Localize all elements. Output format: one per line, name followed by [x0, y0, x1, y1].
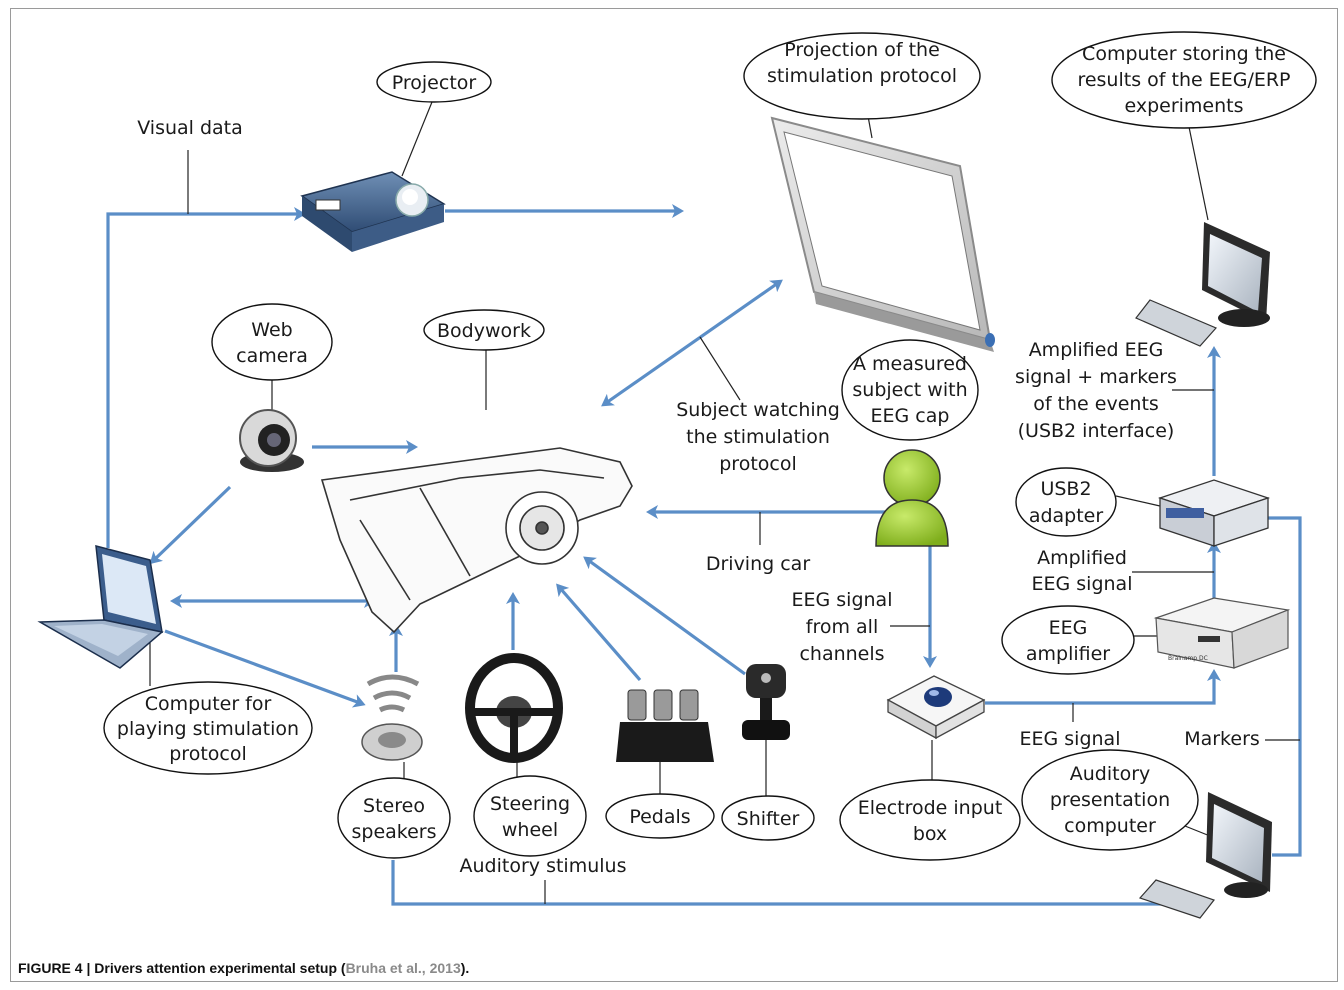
markers-label: Markers [1184, 728, 1260, 750]
oval-labels: Projector Projection of the stimulation … [103, 31, 1317, 861]
webcam-to-laptop-arrow [149, 485, 232, 565]
storage-label-1: Computer storing the [1082, 43, 1286, 65]
watching-label-3: protocol [719, 453, 797, 475]
caption-citation-link[interactable]: Bruha et al., 2013 [345, 960, 461, 976]
person-icon [875, 449, 949, 547]
driving-car-label: Driving car [706, 553, 810, 575]
watching-label-2: the stimulation [686, 426, 830, 448]
laptop-icon [37, 545, 164, 669]
webcam-icon [239, 409, 304, 472]
projection-label-2: stimulation protocol [767, 65, 957, 87]
amplifier-label-1: EEG [1049, 617, 1088, 639]
shifter-icon [742, 664, 790, 740]
projection-label-1: Projection of the [784, 39, 940, 61]
figure-caption: FIGURE 4 | Drivers attention experimenta… [18, 960, 469, 976]
projector-icon [300, 171, 446, 252]
auditory-stimulus-line [391, 860, 1176, 906]
usb-adapter-icon [1157, 479, 1271, 547]
figure-frame [10, 8, 1338, 982]
bodywork-label: Bodywork [437, 320, 531, 342]
aud-comp-label-1: Auditory [1070, 763, 1151, 785]
caption-tail: ). [460, 960, 470, 976]
desktop-computer-icon [1135, 222, 1270, 347]
stereo-label-2: speakers [351, 821, 436, 843]
laptop-to-speakers-arrow [164, 629, 366, 708]
usb2-label-1: USB2 [1040, 478, 1091, 500]
markers-path-arrow [1256, 511, 1302, 857]
desktop-computer-icon [1138, 792, 1272, 919]
stereo-label-1: Stereo [363, 795, 425, 817]
comp-play-label-1: Computer for [145, 693, 272, 715]
pedals-icon [616, 689, 714, 762]
aud-comp-label-3: computer [1064, 815, 1156, 837]
steering-wheel-icon [465, 653, 563, 763]
subject-label-1: A measured [853, 353, 967, 375]
eeg-signal-label: EEG signal [1020, 728, 1121, 750]
shifter-label: Shifter [737, 808, 800, 830]
comp-play-label-3: protocol [169, 743, 247, 765]
electrode-box-icon [886, 675, 986, 740]
caption-lead: FIGURE 4 | Drivers attention experimenta… [18, 960, 346, 976]
amp-usb-label-3: of the events [1033, 393, 1159, 415]
eeg-amplifier-icon: Brainamp DC [1153, 597, 1291, 669]
watching-label-1: Subject watching [676, 399, 840, 421]
steering-label-1: Steering [490, 793, 570, 815]
eeg-all-label-2: from all [806, 616, 878, 638]
amp-signal-label-2: EEG signal [1032, 573, 1133, 595]
pedals-label: Pedals [629, 806, 690, 828]
projector-label: Projector [392, 72, 477, 94]
aud-comp-label-2: presentation [1050, 789, 1170, 811]
electrode-label-1: Electrode input [858, 797, 1003, 819]
steering-label-2: wheel [502, 819, 558, 841]
storage-label-2: results of the EEG/ERP [1077, 69, 1290, 91]
comp-play-label-2: playing stimulation [117, 718, 299, 740]
watching-leader [699, 336, 741, 401]
amp-signal-label-1: Amplified [1037, 547, 1127, 569]
amplifier-label-2: amplifier [1026, 643, 1110, 665]
free-labels: Visual data Subject watching the stimula… [137, 117, 1260, 877]
subject-label-2: subject with [852, 379, 967, 401]
aud-stimulus-label: Auditory stimulus [460, 855, 627, 877]
amp-usb-label-2: signal + markers [1015, 366, 1177, 388]
webcam-label-2: camera [236, 345, 308, 367]
car-icon [320, 447, 633, 634]
projection-screen-icon [770, 116, 995, 352]
laptop-to-projector-line [106, 207, 306, 548]
visual-data-label: Visual data [137, 117, 243, 139]
storage-label-3: experiments [1124, 95, 1243, 117]
subject-label-3: EEG cap [871, 405, 950, 427]
amp-usb-label-4: (USB2 interface) [1018, 420, 1175, 442]
speaker-icon [361, 674, 423, 761]
eeg-all-label-3: channels [799, 643, 884, 665]
pedals-to-car-arrow [556, 583, 642, 682]
usb2-label-2: adapter [1029, 505, 1104, 527]
connectors [106, 150, 1302, 906]
shifter-to-car-arrow [583, 556, 746, 676]
electrode-to-amplifier-arrow [985, 669, 1221, 705]
amplifier-brand-text: Brainamp DC [1168, 655, 1208, 662]
electrode-label-2: box [913, 823, 947, 845]
screen-subject-double-arrow [601, 279, 783, 407]
amp-usb-label-1: Amplified EEG [1029, 339, 1164, 361]
eeg-all-label-1: EEG signal [792, 589, 893, 611]
webcam-label-1: Web [251, 319, 292, 341]
